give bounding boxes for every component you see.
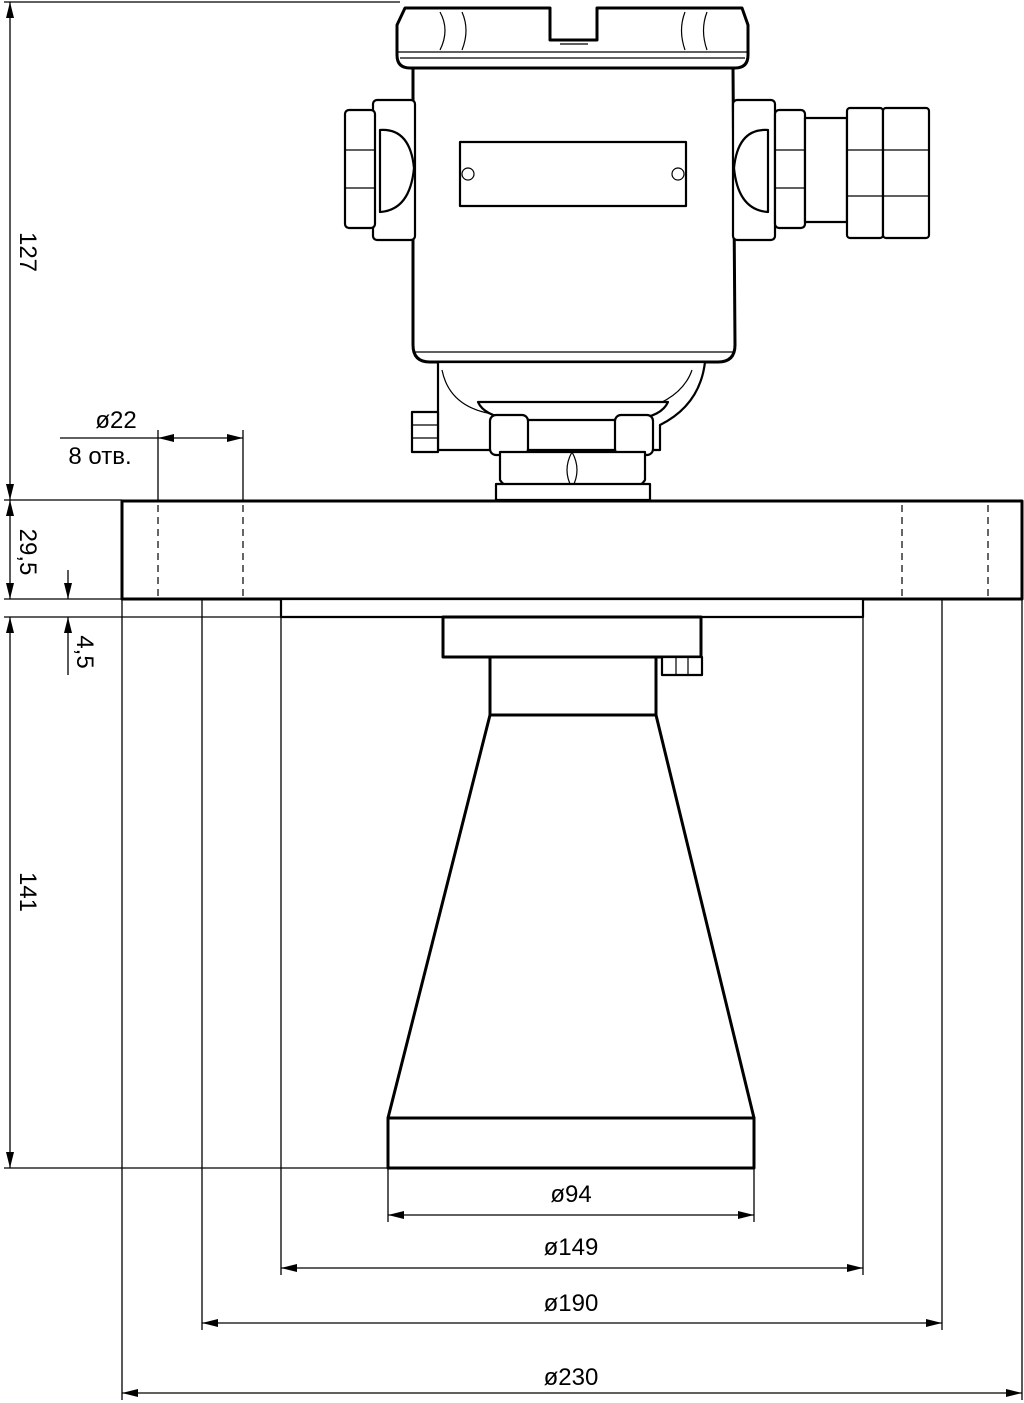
horn-cone [386, 713, 756, 1120]
right-cable-gland [731, 98, 931, 242]
diameter-dimensions [122, 1211, 1022, 1397]
dim-raised-face-diameter: ø149 [544, 1234, 599, 1261]
antenna-adapter [441, 615, 703, 659]
dim-horn-height: 141 [14, 872, 41, 912]
housing-body [411, 66, 737, 364]
adapter-bolt-right [660, 655, 704, 677]
dim-hole-count: 8 отв. [68, 443, 131, 470]
raised-face [279, 597, 865, 619]
extension-lines [4, 1, 1023, 1400]
dim-flange-thickness: 29,5 [14, 529, 41, 576]
housing-lid [395, 6, 750, 70]
dim-hole-diameter: ø22 [95, 407, 136, 434]
left-cable-gland [343, 98, 417, 242]
process-nut [498, 450, 647, 490]
dim-housing-height: 127 [14, 232, 41, 272]
dim-gasket-thickness: 4,5 [71, 635, 98, 668]
dim-horn-diameter: ø94 [550, 1181, 591, 1208]
flange-plate [120, 499, 1024, 601]
dim-flange-diameter: ø230 [544, 1364, 599, 1391]
horn-antenna [386, 615, 756, 1170]
flange [120, 499, 1024, 619]
hole-dimension [60, 434, 243, 442]
dim-bolt-circle-diameter: ø190 [544, 1290, 599, 1317]
horn-stub [488, 655, 658, 717]
housing [343, 6, 931, 502]
vertical-dimensions [6, 2, 72, 1168]
nameplate [458, 140, 688, 208]
horn-rim [386, 1116, 756, 1170]
